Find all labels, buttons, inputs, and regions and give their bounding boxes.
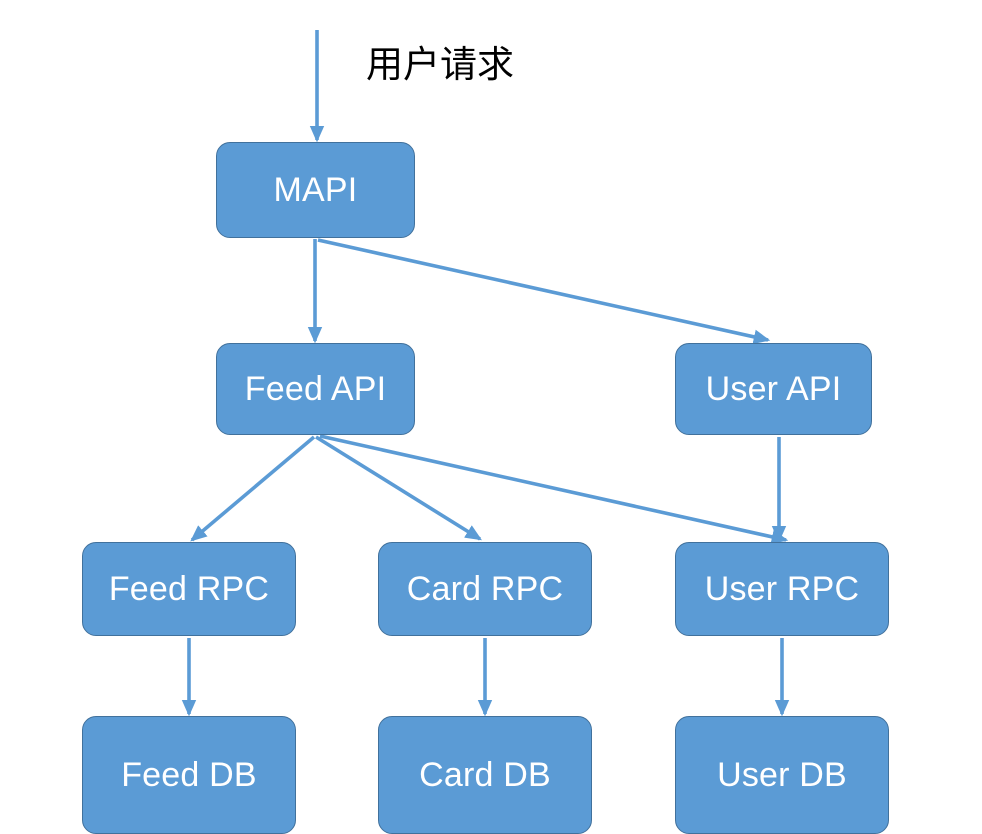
node-feed_api[interactable]: Feed API — [216, 343, 415, 435]
node-card_db[interactable]: Card DB — [378, 716, 592, 834]
edge-feed-api-to-card-rpc — [315, 435, 482, 541]
node-user_rpc[interactable]: User RPC — [675, 542, 889, 636]
node-mapi[interactable]: MAPI — [216, 142, 415, 238]
node-label-user_api: User API — [705, 370, 842, 408]
node-label-feed_api: Feed API — [244, 370, 387, 408]
node-feed_db[interactable]: Feed DB — [82, 716, 296, 834]
node-user_db[interactable]: User DB — [675, 716, 889, 834]
node-label-card_db: Card DB — [419, 756, 551, 794]
edge-feed-api-to-user-rpc — [319, 434, 789, 545]
node-user_api[interactable]: User API — [675, 343, 872, 435]
user-request-label: 用户请求 — [366, 43, 514, 86]
node-label-feed_db: Feed DB — [121, 756, 257, 794]
node-label-feed_rpc: Feed RPC — [108, 570, 270, 608]
node-card_rpc[interactable]: Card RPC — [378, 542, 592, 636]
edge-feed-api-to-feed-rpc — [190, 435, 316, 542]
node-feed_rpc[interactable]: Feed RPC — [82, 542, 296, 636]
edge-mapi-to-user-api — [317, 238, 771, 345]
node-label-card_rpc: Card RPC — [406, 570, 564, 608]
node-label-user_rpc: User RPC — [704, 570, 860, 608]
node-label-user_db: User DB — [717, 756, 847, 794]
node-label-mapi: MAPI — [273, 171, 358, 209]
